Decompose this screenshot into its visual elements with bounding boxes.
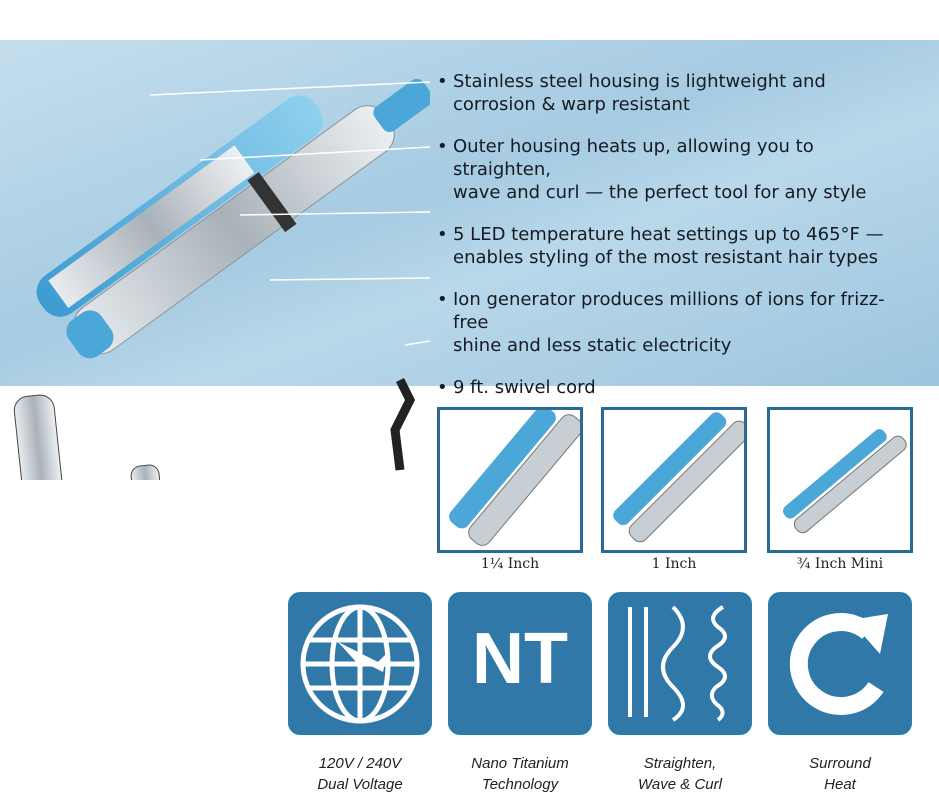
globe-airplane-icon — [300, 604, 420, 724]
nano-titanium-tile: NT — [448, 592, 592, 735]
icon-caption: Straighten,Wave & Curl — [638, 755, 722, 793]
feature-item: •Ion generator produces millions of ions… — [437, 289, 885, 356]
feature-item: •Outer housing heats up, allowing you to… — [437, 136, 867, 203]
size-image-1-25-inch — [437, 405, 584, 553]
dual-voltage-tile — [288, 592, 432, 735]
size-label: 1 Inch — [651, 556, 697, 572]
feature-item: •5 LED temperature heat settings up to 4… — [437, 224, 884, 268]
feature-item: •Stainless steel housing is lightweight … — [437, 71, 826, 115]
flat-iron-product-image — [13, 78, 430, 480]
circular-arrow-icon — [789, 613, 888, 716]
feature-list: •Stainless steel housing is lightweight … — [437, 70, 917, 418]
size-image-1-inch — [601, 407, 751, 553]
surround-heat-tile — [768, 592, 912, 735]
size-image-3-4-inch-mini — [767, 407, 913, 553]
hair-styles-icon — [628, 605, 727, 722]
size-label: 1¼ Inch — [480, 556, 540, 572]
hands-holding-irons-image — [13, 394, 179, 480]
styles-tile — [608, 592, 752, 735]
nt-icon: NT — [472, 619, 568, 699]
size-label: ¾ Inch Mini — [796, 556, 884, 572]
feature-item: •9 ft. swivel cord — [437, 377, 596, 398]
